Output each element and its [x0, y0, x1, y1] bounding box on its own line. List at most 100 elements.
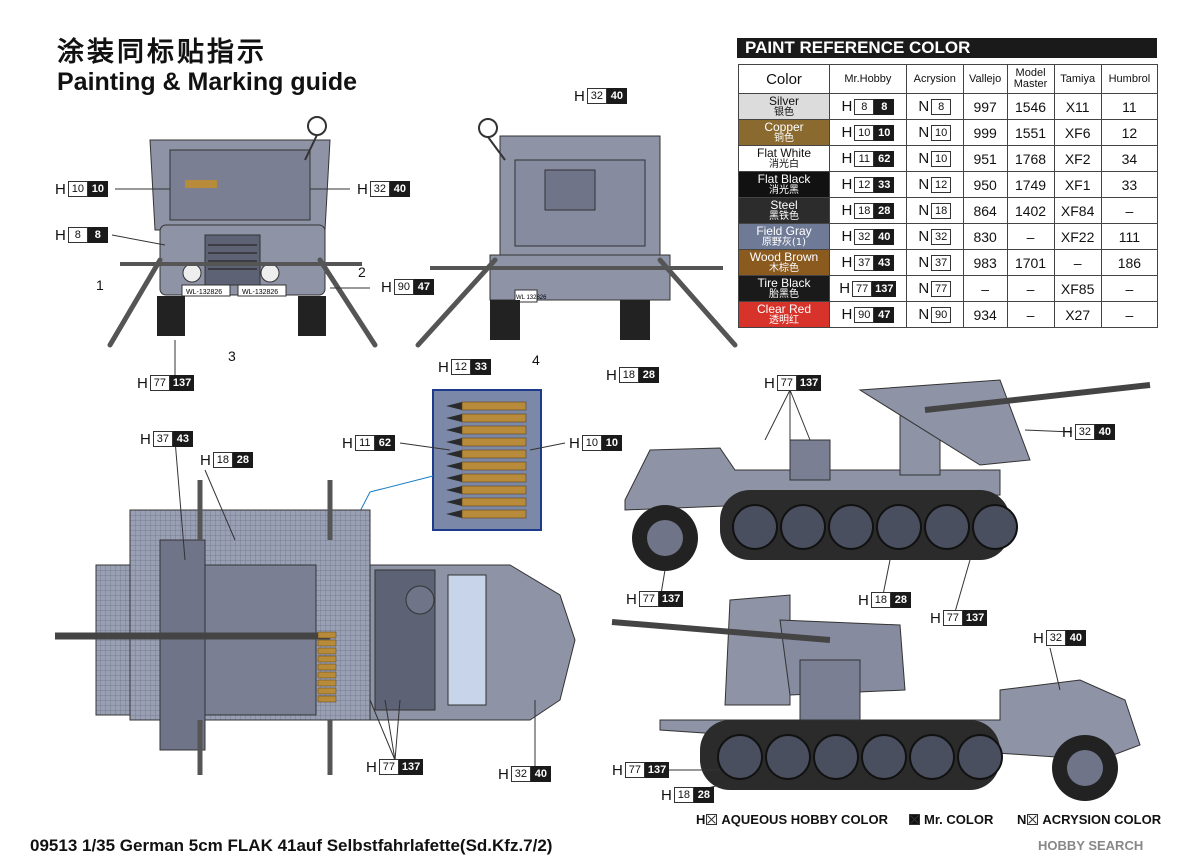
- shell-casing: [317, 655, 337, 663]
- shell-tip: [446, 414, 462, 422]
- leader-lines: [111, 188, 1073, 796]
- vallejo-cell: 951: [962, 145, 1008, 172]
- road-wheel: [717, 734, 763, 780]
- legend-mr-color: Mr. COLOR: [908, 812, 993, 827]
- humbrol-cell: 186: [1100, 249, 1159, 276]
- shell-tip: [446, 438, 462, 446]
- column-header: Tamiya: [1053, 64, 1102, 94]
- humbrol-cell: 33: [1100, 171, 1159, 198]
- shell-tip: [446, 426, 462, 434]
- humbrol-cell: –: [1100, 275, 1159, 302]
- road-wheel: [732, 504, 778, 550]
- ammo-detail: [334, 389, 542, 561]
- model-master-cell: 1768: [1006, 145, 1055, 172]
- box-cross-icon: [1027, 814, 1039, 825]
- shell-tip: [446, 450, 462, 458]
- shell-casing: [317, 663, 337, 671]
- shell-casing: [461, 413, 527, 423]
- front-view: [107, 116, 378, 348]
- color-name-cn: 木棕色: [769, 262, 799, 274]
- color-name-cn: 透明红: [769, 314, 799, 326]
- shell-casing: [461, 461, 527, 471]
- plate-text: WL 132826: [516, 295, 547, 301]
- model-master-cell: –: [1006, 301, 1055, 328]
- title-chinese: 涂装同标贴指示: [57, 37, 267, 68]
- color-name-cn: 银色: [774, 106, 794, 118]
- product-footer: 09513 1/35 German 5cm FLAK 41auf Selbstf…: [30, 836, 553, 855]
- color-name: Wood Brown: [749, 249, 819, 264]
- callout-number: 4: [532, 352, 540, 368]
- tamiya-cell: XF84: [1053, 197, 1102, 224]
- reference-table-header: PAINT REFERENCE COLOR: [737, 38, 1157, 58]
- shell-tip: [446, 510, 462, 518]
- road-wheel: [924, 504, 970, 550]
- tamiya-cell: XF1: [1053, 171, 1102, 198]
- shell-tip: [446, 498, 462, 506]
- shell-casing: [461, 497, 527, 507]
- side-view-right: [624, 379, 1151, 571]
- humbrol-cell: 111: [1100, 223, 1159, 250]
- shell-casing: [317, 671, 337, 679]
- color-name-cn: 铜色: [774, 132, 794, 144]
- color-name-cn: 消光黑: [769, 184, 799, 196]
- shell-casing: [317, 639, 337, 647]
- shell-casing: [461, 473, 527, 483]
- road-wheel: [972, 504, 1018, 550]
- road-wheel: [909, 734, 955, 780]
- plate-text: WL-132826: [186, 289, 222, 296]
- color-name: Field Gray: [756, 223, 812, 238]
- color-name: Silver: [768, 93, 799, 108]
- shell-tip: [446, 402, 462, 410]
- shell-casing: [461, 401, 527, 411]
- vallejo-cell: 997: [962, 93, 1008, 120]
- paint-reference-table: Color Mr.Hobby Acrysion Vallejo Model Ma…: [738, 64, 1159, 328]
- box-cross-icon: [706, 814, 718, 825]
- shell-tip: [446, 474, 462, 482]
- tamiya-cell: XF2: [1053, 145, 1102, 172]
- vallejo-cell: 864: [962, 197, 1008, 224]
- shell-casing: [317, 687, 337, 695]
- tamiya-cell: X27: [1053, 301, 1102, 328]
- road-wheel: [780, 504, 826, 550]
- title-english: Painting & Marking guide: [57, 68, 358, 96]
- shell-tip: [446, 486, 462, 494]
- shell-casing: [461, 449, 527, 459]
- color-name-cn: 黑铁色: [769, 210, 799, 222]
